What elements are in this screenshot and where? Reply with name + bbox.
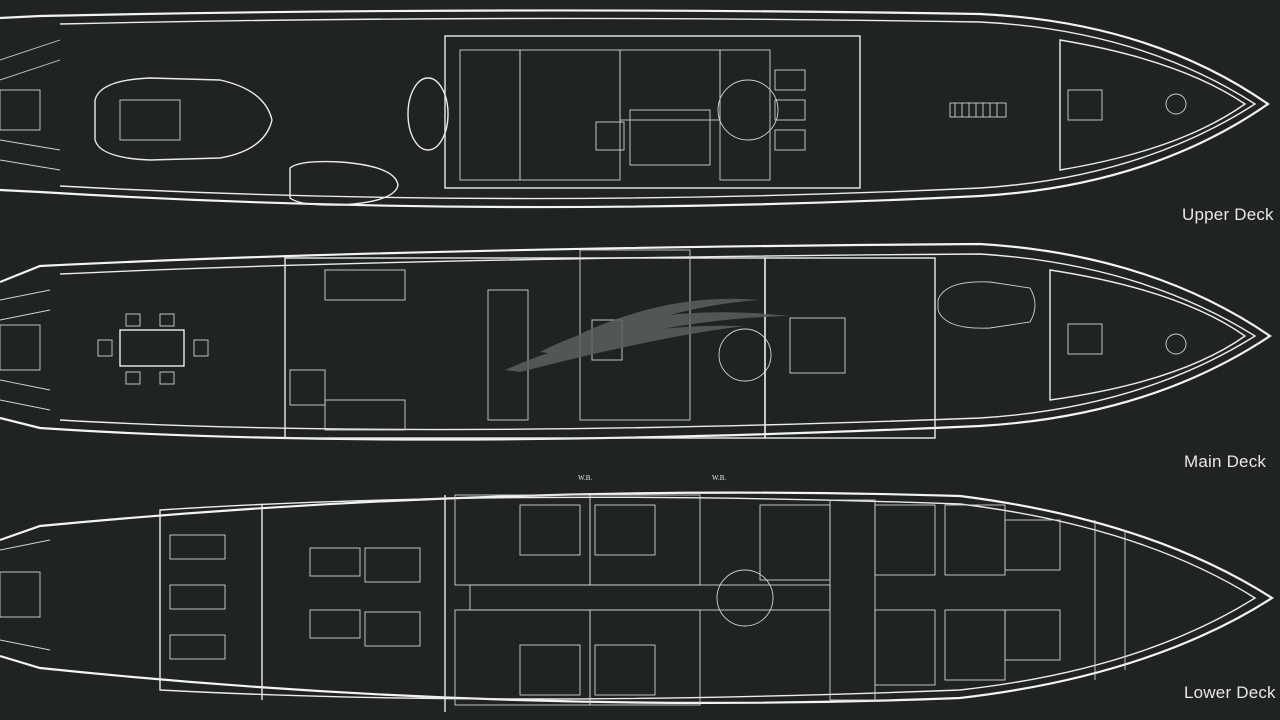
main-aft-chairs bbox=[97, 313, 209, 385]
lower-deck-label: Lower Deck bbox=[1184, 683, 1276, 702]
wb-annotation-2: W.B. bbox=[712, 474, 727, 482]
main-deck-plan bbox=[0, 242, 1272, 441]
upper-deckhouse bbox=[444, 35, 861, 189]
upper-bow-hatch bbox=[1165, 93, 1187, 115]
main-bow-tender bbox=[937, 281, 1036, 329]
upper-dinghy bbox=[289, 160, 399, 206]
main-master-bed bbox=[789, 317, 846, 374]
upper-tender-console bbox=[119, 99, 181, 141]
main-stern-stairs bbox=[0, 289, 51, 411]
upper-side-stairs bbox=[949, 102, 1007, 118]
wb-annotation-1: W.B. bbox=[578, 474, 593, 482]
upper-bow-helm bbox=[1067, 89, 1103, 121]
yacht-logo-icon bbox=[505, 298, 790, 372]
main-deck-hull-inner bbox=[59, 253, 1257, 431]
lower-deck-hull bbox=[0, 491, 1275, 704]
main-deck-label: Main Deck bbox=[1184, 452, 1267, 471]
upper-stern-stairs bbox=[0, 39, 61, 171]
main-bow-helm bbox=[1067, 323, 1103, 355]
main-master-cabin bbox=[764, 257, 936, 439]
lower-deck-plan bbox=[0, 491, 1275, 712]
lower-guest-cabins bbox=[454, 494, 831, 706]
upper-deck-hull-inner bbox=[59, 17, 1257, 200]
upper-tender bbox=[94, 77, 273, 161]
lower-bulkheads bbox=[261, 495, 446, 712]
main-deck-hull bbox=[0, 242, 1272, 441]
upper-deck-label: Upper Deck bbox=[1182, 205, 1274, 224]
main-salon-furniture bbox=[289, 249, 772, 431]
upper-deck-plan bbox=[0, 9, 1270, 209]
upper-deck-hull bbox=[0, 9, 1270, 209]
lower-deck-hull-inner bbox=[159, 496, 1257, 700]
main-aft-dining-table bbox=[119, 329, 185, 367]
main-bow-hatch bbox=[1165, 333, 1187, 355]
lower-crew-area bbox=[759, 499, 1126, 701]
main-salon bbox=[284, 257, 766, 439]
upper-deckhouse-rooms bbox=[459, 49, 806, 181]
lower-engine-room bbox=[169, 534, 421, 660]
upper-bow-deck bbox=[1059, 39, 1247, 171]
main-bow-deck bbox=[1049, 269, 1247, 401]
upper-dining-table bbox=[407, 77, 449, 151]
lower-stern-stairs bbox=[0, 539, 51, 651]
